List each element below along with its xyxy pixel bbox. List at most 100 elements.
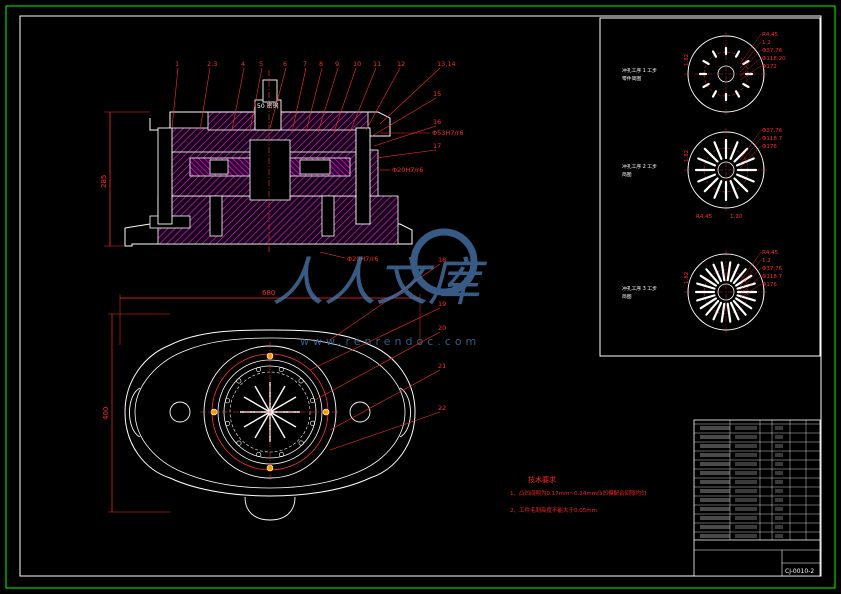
step-side-dim: 1.82 xyxy=(684,272,690,284)
step-sublabel: 简图 xyxy=(622,171,632,178)
punched-slot xyxy=(726,302,732,323)
step-dim: Φ176 xyxy=(762,282,777,288)
step-dim: R4.45 xyxy=(762,250,779,256)
notes-item-1: 1、凸凹间隙为0.17mm~0.24mm凸凹模配合间隙均匀 xyxy=(510,489,647,497)
punched-slot xyxy=(735,157,755,167)
punched-slot xyxy=(711,50,718,58)
section-callout: 7 xyxy=(303,60,307,68)
star-slot xyxy=(269,385,286,413)
punched-slot xyxy=(712,301,723,321)
punched-slot xyxy=(705,268,720,285)
plan-view: 680 400 xyxy=(102,289,421,521)
bolt-hole xyxy=(224,398,230,404)
star-slot xyxy=(243,411,271,428)
star-slot xyxy=(269,411,297,428)
step-bottom-dim: 1.20 xyxy=(730,214,743,220)
section-callout: 13,14 xyxy=(437,60,456,68)
step-dim: Φ37.76 xyxy=(762,266,783,272)
bolt-hole xyxy=(298,378,304,384)
punched-slot xyxy=(702,59,710,66)
plan-callout: 22 xyxy=(438,404,446,412)
step-label: 冲孔工序 1 工步 xyxy=(622,67,657,74)
technical-notes: 技术要求 1、凸凹间隙为0.17mm~0.24mm凸凹模配合间隙均匀 2、工件毛… xyxy=(510,475,647,514)
bolt-hole xyxy=(310,420,316,426)
punched-slot xyxy=(697,157,717,167)
section-callout: 10 xyxy=(353,60,361,68)
punched-slot xyxy=(729,301,740,321)
punched-slot xyxy=(703,177,719,193)
star-slot xyxy=(254,385,271,413)
punched-slot xyxy=(736,282,756,290)
bolt-hole xyxy=(256,367,262,373)
title-block: CJ-0010-2 xyxy=(693,419,821,577)
section-callout: 17 xyxy=(433,142,441,150)
punched-slot xyxy=(734,90,741,98)
fit-label-1: Φ53H7/r6 xyxy=(432,129,463,137)
shank-label: 50 密钢 xyxy=(257,102,279,110)
punched-slot xyxy=(734,50,741,58)
step-dim: Φ118.7 xyxy=(762,136,783,142)
step-sublabel: 简图 xyxy=(622,293,632,300)
plan-star-pattern xyxy=(224,366,316,458)
plan-height-dim: 400 xyxy=(102,407,110,420)
section-callout: 4 xyxy=(241,60,245,68)
step-dim: Φ118.20 xyxy=(762,56,786,62)
section-callout: 15 xyxy=(433,90,441,98)
star-slot xyxy=(269,396,297,413)
star-slot xyxy=(254,411,271,439)
plan-width-dim: 680 xyxy=(262,289,275,297)
fit-label-2: Φ20H7/r6 xyxy=(392,166,423,174)
section-callout: 8 xyxy=(319,60,323,68)
drawing-number: CJ-0010-2 xyxy=(785,568,814,575)
punched-slot xyxy=(729,263,740,283)
punched-slot xyxy=(696,294,716,302)
bolt-hole xyxy=(225,420,231,426)
step-dim: 1.2 xyxy=(762,40,771,46)
section-view: 50 密钢 285 xyxy=(100,70,413,254)
punched-slot xyxy=(696,282,716,290)
punched-slot xyxy=(734,297,753,310)
plan-callout: 21 xyxy=(438,362,446,370)
punched-slot xyxy=(705,299,720,316)
punched-slot xyxy=(713,141,723,161)
section-height-dim: 285 xyxy=(100,175,108,188)
punched-slot xyxy=(726,261,732,282)
step-dim: Φ176 xyxy=(762,144,777,150)
step-side-dim: 1.82 xyxy=(684,150,690,162)
bolt-hole xyxy=(236,378,242,384)
step-bottom-dim: R4.45 xyxy=(696,214,713,220)
punched-slot xyxy=(712,263,723,283)
punched-slot xyxy=(732,268,747,285)
step-label: 冲孔工序 2 工步 xyxy=(622,163,657,170)
step-dim: Φ37.76 xyxy=(762,128,783,134)
step-side-dim: 1.82 xyxy=(684,54,690,66)
step-dim: 1.2 xyxy=(762,258,771,264)
star-slot xyxy=(269,411,286,439)
punched-slot xyxy=(699,297,718,310)
plan-callout: 18 xyxy=(438,256,446,264)
punched-slot xyxy=(742,82,750,89)
watermark-brand: 人人文库 xyxy=(272,253,488,313)
section-callout: 16 xyxy=(433,118,441,126)
section-callout: 2,3 xyxy=(207,60,217,68)
bolt-hole xyxy=(278,366,284,372)
fit-label-3: Φ20H7/r6 xyxy=(347,255,378,263)
punched-slot xyxy=(711,90,718,98)
fit-annotations: Φ53H7/r6 Φ20H7/r6 Φ20H7/r6 xyxy=(319,129,463,263)
punched-slot xyxy=(697,173,717,183)
punched-slot xyxy=(702,82,710,89)
step-dim: Φ172 xyxy=(762,64,777,70)
section-callout: 1 xyxy=(175,60,179,68)
step-dim: R4.45 xyxy=(762,32,779,38)
notes-title: 技术要求 xyxy=(528,475,556,484)
punched-slot xyxy=(732,299,747,316)
plan-callout: 20 xyxy=(438,324,446,332)
step-dim: Φ37.76 xyxy=(762,48,783,54)
step-sublabel: 零件简图 xyxy=(622,75,641,82)
section-callout: 11 xyxy=(373,60,381,68)
punched-slot xyxy=(729,141,739,161)
